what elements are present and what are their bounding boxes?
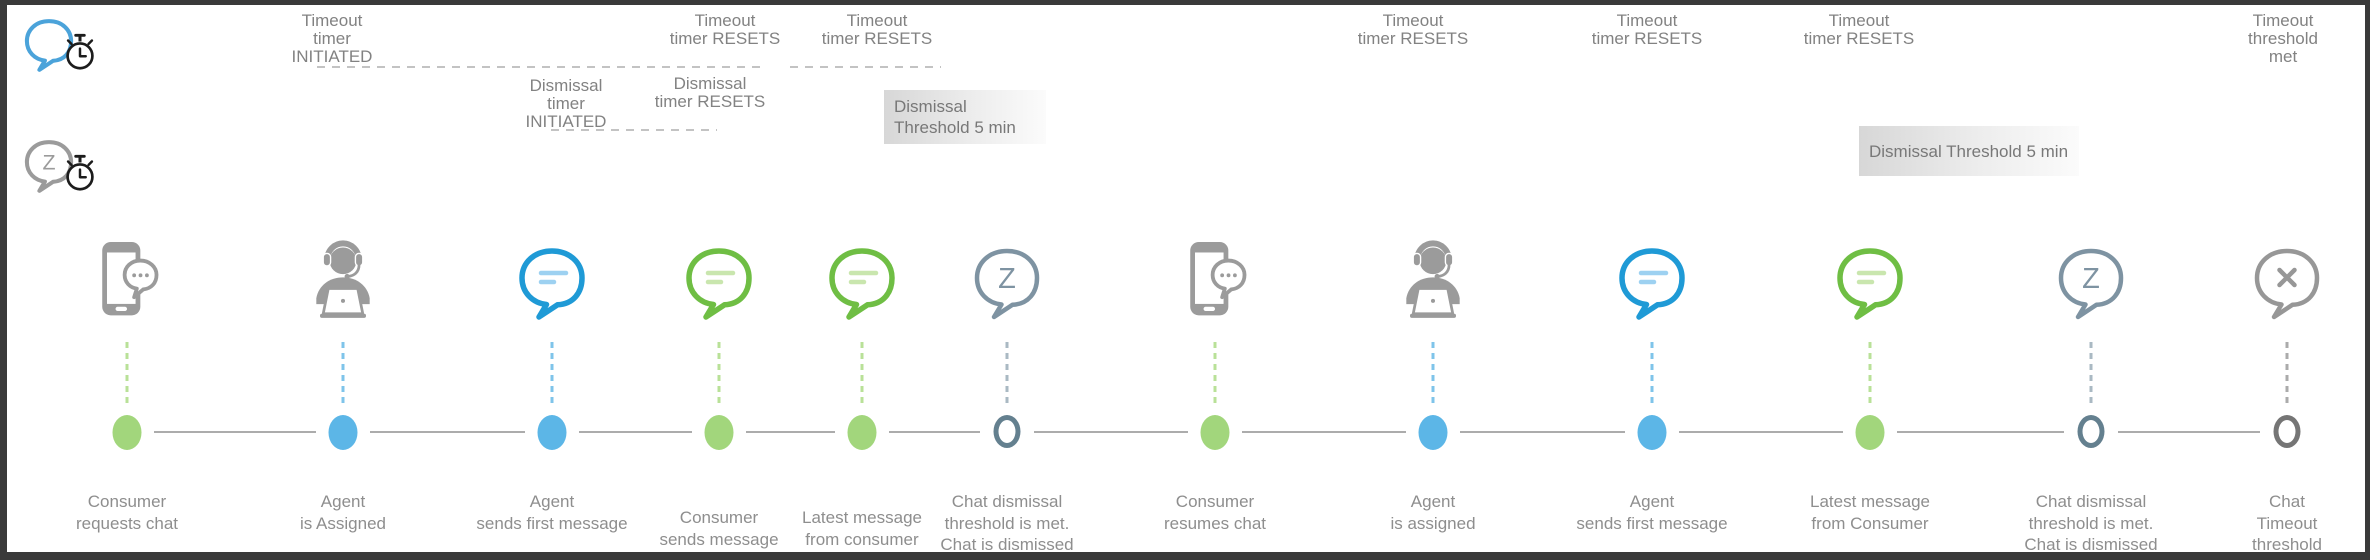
step-drop-dashline	[717, 342, 721, 408]
timeout-event-label: Timeout timer RESETS	[1591, 11, 1703, 48]
step-label: Chat Timeout threshold met. Chat ended.	[2252, 492, 2322, 554]
dismissal-threshold-box: Dismissal Threshold 5 min	[884, 90, 1046, 144]
chat-bubble-green-icon	[824, 244, 900, 320]
timeout-timer-dashline	[790, 66, 941, 68]
step-drop-dashline	[1868, 342, 1872, 408]
agent-headset-icon	[1385, 236, 1481, 328]
step-label: Agent sends first message	[476, 492, 628, 533]
dismissal-event-label: Dismissal timer RESETS	[654, 74, 766, 111]
dismissal-sleep-chat-stopwatch-icon: Z	[21, 136, 77, 194]
chat-bubble-sleep-icon: Z	[969, 244, 1045, 320]
stopwatch-icon	[59, 152, 101, 194]
timeout-chat-stopwatch-icon	[21, 15, 77, 73]
step-drop-dashline	[1005, 342, 1009, 408]
step-drop-dashline	[1213, 342, 1217, 408]
timeline-connector	[370, 431, 525, 433]
timeline-dot	[1418, 415, 1448, 450]
phone-chat-icon	[1175, 238, 1255, 326]
timeout-event-label: Timeout timer RESETS	[1357, 11, 1469, 48]
dismissal-timer-dashline	[551, 129, 717, 131]
svg-text:Z: Z	[42, 150, 55, 174]
step-drop-dashline	[125, 342, 129, 408]
step-label: Agent is assigned	[1390, 492, 1476, 533]
timeline-connector	[1460, 431, 1625, 433]
step-label: Chat dismissal threshold is met. Chat is…	[2024, 492, 2158, 554]
agent-headset-icon	[295, 236, 391, 328]
timeline-dot	[2273, 415, 2301, 448]
timeout-timer-dashline	[317, 66, 763, 68]
step-drop-dashline	[550, 342, 554, 408]
chat-bubble-green-icon	[681, 244, 757, 320]
timeline-connector	[154, 431, 316, 433]
timeline-dot	[328, 415, 358, 450]
dismissal-event-label: Dismissal timer INITIATED	[525, 76, 607, 131]
timeline-connector	[1897, 431, 2064, 433]
timeline-connector	[1034, 431, 1188, 433]
timeline-connector	[889, 431, 980, 433]
step-label: Consumer resumes chat	[1163, 492, 1267, 533]
step-label: Consumer sends message	[659, 508, 779, 549]
dismissal-threshold-box: Dismissal Threshold 5 min	[1859, 126, 2079, 176]
timeline-connector	[746, 431, 835, 433]
step-drop-dashline	[860, 342, 864, 408]
timeline-dot	[1637, 415, 1667, 450]
timeline-dot	[704, 415, 734, 450]
timeline-dot	[1855, 415, 1885, 450]
timeout-event-label: Timeout threshold met	[2248, 11, 2318, 66]
timeline-connector	[1242, 431, 1406, 433]
chat-bubble-ended-icon	[2249, 244, 2325, 320]
timeline-dot	[847, 415, 877, 450]
step-label: Chat dismissal threshold is met. Chat is…	[940, 492, 1074, 554]
timeout-event-label: Timeout timer RESETS	[821, 11, 933, 48]
step-label: Latest message from Consumer	[1809, 492, 1931, 533]
step-drop-dashline	[1431, 342, 1435, 408]
svg-text:Z: Z	[998, 263, 1016, 295]
step-label: Agent sends first message	[1576, 492, 1728, 533]
timeline-connector	[579, 431, 692, 433]
step-drop-dashline	[341, 342, 345, 408]
chat-bubble-green-icon	[1832, 244, 1908, 320]
timeout-event-label: Timeout timer RESETS	[669, 11, 781, 48]
timeline-dot	[1200, 415, 1230, 450]
timeline-dot	[2077, 415, 2105, 448]
step-label: Consumer requests chat	[75, 492, 179, 533]
step-label: Latest message from consumer	[801, 508, 923, 549]
timeout-event-label: Timeout timer RESETS	[1803, 11, 1915, 48]
timeline-dot	[537, 415, 567, 450]
step-drop-dashline	[1650, 342, 1654, 408]
timeline-dot	[112, 415, 142, 450]
timeline-connector	[1679, 431, 1843, 433]
timeline-connector	[2118, 431, 2260, 433]
chat-bubble-blue-icon	[1614, 244, 1690, 320]
timeout-event-label: Timeout timer INITIATED	[291, 11, 373, 66]
chat-bubble-blue-icon	[514, 244, 590, 320]
phone-chat-icon	[87, 238, 167, 326]
step-label: Agent is Assigned	[300, 492, 386, 533]
stopwatch-icon	[59, 31, 101, 73]
svg-text:Z: Z	[2082, 263, 2100, 295]
timeline-dot	[993, 415, 1021, 448]
step-drop-dashline	[2285, 342, 2289, 408]
chat-bubble-sleep-icon: Z	[2053, 244, 2129, 320]
step-drop-dashline	[2089, 342, 2093, 408]
